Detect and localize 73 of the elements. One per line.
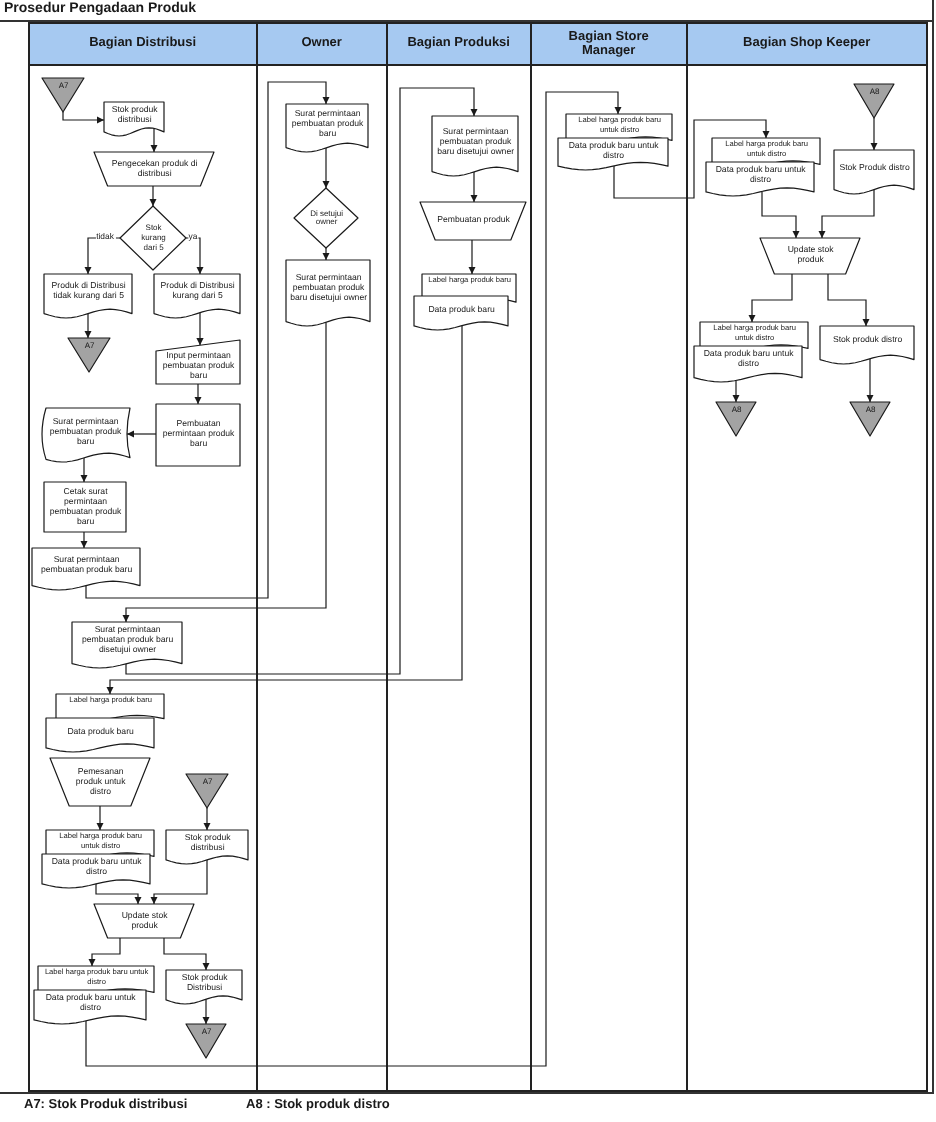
arrow xyxy=(163,937,210,971)
document-shape xyxy=(32,548,141,591)
swimlane xyxy=(686,22,928,1092)
offpage-connector xyxy=(716,402,757,437)
arrow xyxy=(468,239,476,275)
offpage-connector xyxy=(42,78,85,113)
arrow xyxy=(62,111,105,124)
arrow xyxy=(202,998,210,1025)
arrow xyxy=(748,273,793,323)
offpage-connector xyxy=(186,774,229,809)
arrow xyxy=(470,171,478,203)
arrow xyxy=(126,430,157,438)
decision-diamond xyxy=(120,206,187,271)
arrow xyxy=(122,321,327,623)
document-shape xyxy=(104,102,165,137)
arrow xyxy=(80,457,88,483)
manual-operation-shape xyxy=(50,758,151,807)
arrow xyxy=(84,313,92,339)
arrow xyxy=(149,185,157,207)
document-shape xyxy=(154,274,241,319)
arrow xyxy=(613,119,770,199)
manual-operation-shape xyxy=(420,202,527,241)
offpage-connector xyxy=(850,402,891,437)
arrow xyxy=(85,81,330,599)
document-shape xyxy=(166,830,249,865)
arrow xyxy=(96,805,104,831)
document-shape xyxy=(694,346,803,383)
arrow xyxy=(150,859,208,905)
document-shape xyxy=(834,150,915,195)
swimlane xyxy=(386,22,532,1092)
arrow xyxy=(761,190,800,239)
manual-input-shape xyxy=(156,340,241,385)
document-shape xyxy=(820,326,915,365)
stored-data-shape xyxy=(40,408,131,463)
arrow xyxy=(196,312,204,346)
arrow xyxy=(95,883,142,905)
swimlane xyxy=(256,22,388,1092)
document-shape xyxy=(706,162,815,197)
arrow xyxy=(80,531,88,549)
arrow xyxy=(322,247,330,261)
offpage-connector xyxy=(68,338,111,373)
arrow xyxy=(88,937,121,967)
process-box xyxy=(156,404,241,467)
arrow xyxy=(322,147,330,189)
document-shape xyxy=(558,138,669,171)
arrow xyxy=(866,358,874,403)
manual-operation-shape xyxy=(94,904,195,939)
document-shape xyxy=(432,116,519,177)
document-shape xyxy=(46,718,155,753)
arrow xyxy=(203,807,211,831)
arrow xyxy=(732,379,740,403)
arrow xyxy=(125,87,478,675)
arrow xyxy=(106,325,463,695)
document-shape xyxy=(72,622,183,669)
arrow xyxy=(150,127,158,153)
arrow xyxy=(870,117,878,151)
manual-operation-shape xyxy=(760,238,861,275)
document-shape xyxy=(286,104,369,153)
offpage-connector xyxy=(854,84,895,119)
swimlane xyxy=(28,22,258,1092)
document-shape xyxy=(34,990,147,1025)
swimlane xyxy=(530,22,688,1092)
manual-operation-shape xyxy=(94,152,215,187)
document-shape xyxy=(286,260,371,327)
document-shape xyxy=(42,854,151,889)
document-shape xyxy=(44,274,133,319)
offpage-connector xyxy=(186,1024,227,1059)
document-shape xyxy=(414,296,509,331)
arrow xyxy=(827,273,870,327)
decision-diamond xyxy=(294,188,359,249)
document-shape xyxy=(166,970,243,1005)
arrow xyxy=(818,189,875,239)
arrow xyxy=(194,383,202,405)
